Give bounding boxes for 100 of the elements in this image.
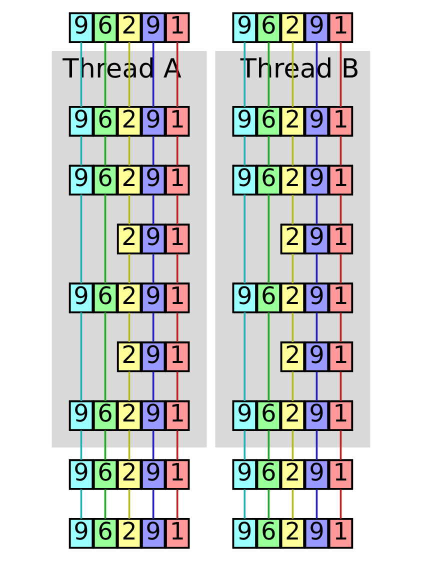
connector	[339, 489, 342, 519]
connector	[267, 312, 270, 402]
connector	[243, 194, 246, 284]
node-box: 9	[304, 341, 329, 372]
connector	[152, 430, 154, 460]
node-box: 9	[140, 400, 166, 432]
node-box: 1	[328, 518, 353, 549]
connector	[152, 489, 154, 519]
node-box: 9	[140, 164, 166, 196]
connector	[128, 489, 130, 519]
connector	[315, 254, 318, 284]
connector	[339, 195, 342, 224]
node-box: 2	[280, 459, 305, 490]
connector	[152, 136, 154, 166]
node-box: 2	[116, 224, 142, 254]
node-box: 1	[164, 459, 190, 490]
node-box: 9	[304, 164, 329, 196]
node-box: 9	[232, 282, 256, 314]
node-box: 9	[68, 518, 94, 549]
node-box: 9	[140, 459, 166, 490]
connector	[128, 254, 130, 284]
node-box: 1	[328, 12, 353, 43]
connector	[152, 254, 154, 284]
connector	[104, 194, 106, 284]
node-box: 6	[256, 12, 281, 43]
connector	[339, 254, 342, 284]
connector	[243, 312, 246, 402]
node-box: 9	[68, 459, 94, 490]
node-box: 6	[256, 400, 281, 432]
connector	[128, 136, 130, 166]
node-box: 6	[92, 400, 118, 432]
connector	[267, 489, 270, 519]
node-box: 9	[68, 400, 94, 432]
node-box: 1	[164, 282, 190, 314]
connector	[339, 312, 342, 342]
node-box: 9	[68, 282, 94, 314]
node-box: 9	[232, 164, 256, 196]
node-box: 2	[280, 400, 305, 432]
connector	[339, 42, 342, 107]
node-box: 2	[116, 106, 142, 137]
node-box: 9	[232, 12, 256, 43]
node-box: 9	[140, 12, 166, 43]
connector	[176, 430, 178, 460]
node-box: 1	[328, 164, 353, 196]
node-box: 2	[280, 224, 305, 254]
node-box: 1	[328, 224, 353, 254]
node-box: 9	[304, 106, 329, 137]
node-box: 1	[164, 518, 190, 549]
connector	[128, 195, 130, 224]
node-box: 9	[68, 12, 94, 43]
connector	[315, 430, 318, 460]
node-box: 9	[304, 518, 329, 549]
node-box: 9	[140, 106, 166, 137]
connector	[243, 430, 246, 460]
connector	[152, 312, 154, 342]
node-box: 1	[328, 341, 353, 372]
connector	[291, 195, 294, 224]
connector	[152, 372, 154, 401]
node-box: 1	[328, 459, 353, 490]
node-box: 1	[328, 106, 353, 137]
node-box: 2	[116, 164, 142, 196]
node-box: 1	[328, 400, 353, 432]
node-box: 6	[256, 282, 281, 314]
connector	[176, 312, 178, 342]
connector	[104, 136, 106, 166]
node-box: 1	[164, 12, 190, 43]
connector	[291, 136, 294, 166]
connector	[267, 136, 270, 166]
connector	[104, 312, 106, 402]
connector	[267, 430, 270, 460]
node-box: 1	[164, 164, 190, 196]
node-box: 9	[304, 400, 329, 432]
connector	[176, 254, 178, 284]
connector	[128, 312, 130, 342]
node-box: 1	[164, 224, 190, 254]
node-box: 9	[140, 282, 166, 314]
node-box: 9	[140, 224, 166, 254]
node-box: 9	[232, 400, 256, 432]
node-box: 2	[280, 106, 305, 137]
node-box: 2	[280, 12, 305, 43]
node-box: 9	[304, 282, 329, 314]
node-box: 9	[304, 459, 329, 490]
node-box: 1	[328, 282, 353, 314]
node-box: 9	[232, 106, 256, 137]
connector	[291, 430, 294, 460]
connector	[315, 489, 318, 519]
connector	[267, 194, 270, 284]
connector	[315, 195, 318, 224]
connector	[291, 372, 294, 401]
node-box: 2	[116, 400, 142, 432]
connector	[243, 489, 246, 519]
connector	[80, 489, 82, 519]
node-box: 1	[164, 106, 190, 137]
node-box: 6	[92, 106, 118, 137]
node-box: 6	[92, 518, 118, 549]
connector	[339, 430, 342, 460]
connector	[176, 195, 178, 224]
connector	[104, 489, 106, 519]
node-box: 2	[116, 12, 142, 43]
node-box: 1	[164, 400, 190, 432]
